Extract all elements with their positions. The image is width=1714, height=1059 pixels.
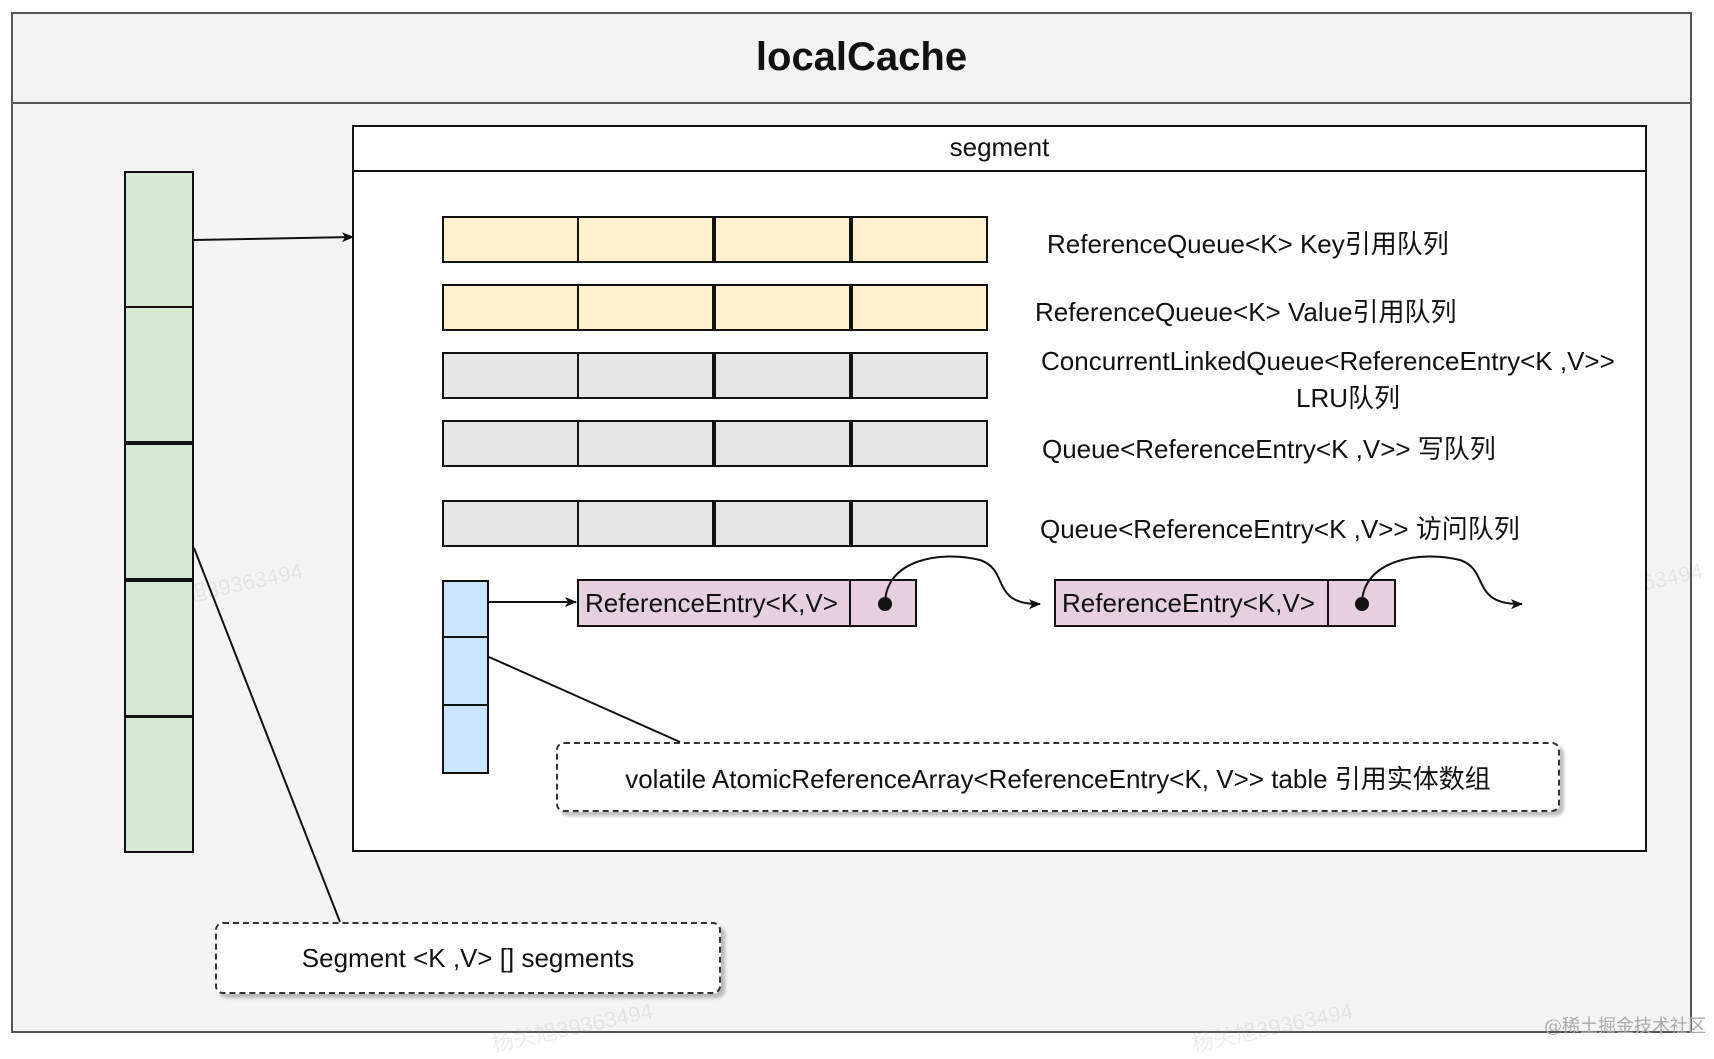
segment-to-segment-detail-arrow (193, 232, 354, 243)
segment-cell (124, 171, 194, 308)
queue-cell (714, 216, 851, 263)
table-callout-label: volatile AtomicReferenceArray<ReferenceE… (625, 763, 1491, 794)
queue-cell (851, 216, 988, 263)
queue-cell (442, 500, 579, 547)
queue-cell (851, 420, 988, 467)
reference-entry: ReferenceEntry<K,V> (1054, 579, 1329, 627)
source-credit: @稀土掘金技术社区 (1544, 1016, 1706, 1037)
segment-cell (124, 306, 194, 443)
queue-cell (714, 500, 851, 547)
table-cell (442, 636, 489, 706)
queue-cell (577, 500, 714, 547)
reference-entry-label: ReferenceEntry<K,V> (585, 587, 838, 618)
table-cell (442, 580, 489, 638)
queue-cell (851, 500, 988, 547)
table-callout-connector (488, 656, 681, 743)
queue-cell (577, 352, 714, 399)
segment-title: segment (352, 125, 1647, 172)
next-entry-arrow (1361, 555, 1523, 610)
segment-cell (124, 443, 194, 580)
segment-cell (124, 716, 194, 853)
segments-callout: Segment <K ,V> [] segments (215, 922, 721, 994)
queue-cell (577, 420, 714, 467)
segments-callout-label: Segment <K ,V> [] segments (301, 942, 635, 973)
next-entry-arrow (884, 555, 1041, 610)
localcache-header: localCache (11, 12, 1692, 104)
localcache-title: localCache (755, 34, 968, 79)
segment-cell (124, 580, 194, 717)
queue-cell (577, 284, 714, 331)
reference-entry-next-pointer (849, 579, 917, 627)
queue-cell (851, 284, 988, 331)
queue-cell (714, 284, 851, 331)
queue-cell (442, 352, 579, 399)
write-queue-label: Queue<ReferenceEntry<K ,V>> 写队列 (1042, 434, 1496, 464)
reference-entry-label: ReferenceEntry<K,V> (1062, 587, 1315, 618)
queue-cell (851, 352, 988, 399)
queue-cell (442, 216, 579, 263)
access-queue-label: Queue<ReferenceEntry<K ,V>> 访问队列 (1040, 514, 1520, 544)
key-reference-queue-label: ReferenceQueue<K> Key引用队列 (1047, 229, 1449, 259)
queue-cell (442, 284, 579, 331)
table-cell (442, 704, 489, 774)
lru-queue-label: ConcurrentLinkedQueue<ReferenceEntry<K ,… (1041, 346, 1615, 376)
reference-entry: ReferenceEntry<K,V> (577, 579, 851, 627)
value-reference-queue-label: ReferenceQueue<K> Value引用队列 (1035, 297, 1457, 327)
queue-cell (577, 216, 714, 263)
lru-queue-label-line2: LRU队列 (1296, 383, 1401, 413)
queue-cell (714, 420, 851, 467)
segments-callout-connector (193, 547, 341, 923)
table-callout: volatile AtomicReferenceArray<ReferenceE… (556, 742, 1560, 812)
queue-cell (714, 352, 851, 399)
